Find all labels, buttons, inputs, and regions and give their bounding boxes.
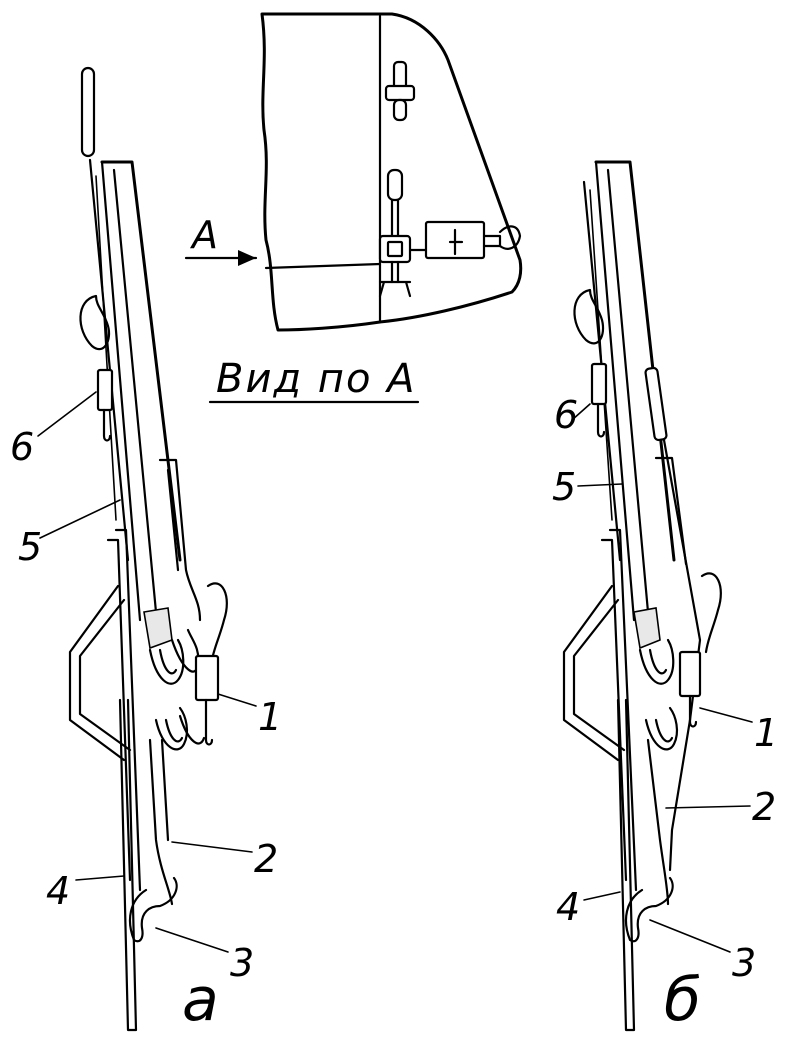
- upper-buckle: [384, 60, 416, 122]
- callout-a-6: 6: [10, 425, 34, 469]
- lower-buckle: [378, 168, 412, 298]
- side-clamp: [408, 220, 522, 260]
- callout-b-3: 3: [732, 941, 756, 985]
- view-label: Вид по А: [216, 356, 417, 402]
- callout-a-3: 3: [230, 941, 254, 985]
- arrow-label: А: [189, 213, 218, 257]
- view-arrow: А: [184, 213, 258, 266]
- callout-a-5: 5: [18, 525, 42, 569]
- callout-b-2: 2: [752, 785, 776, 829]
- callout-b-5: 5: [552, 465, 576, 509]
- callout-a-1: 1: [258, 695, 282, 739]
- figure-a-callouts: 6 5 1 2 4 3 а: [10, 391, 282, 1035]
- figure-a-caption: а: [182, 965, 219, 1035]
- figure-b: [562, 160, 722, 1032]
- figure-a: [68, 66, 228, 1032]
- view-a-inset: А: [184, 12, 523, 332]
- figure-b-callouts: 6 5 1 2 4 3 б: [552, 393, 778, 1035]
- callout-a-4: 4: [46, 869, 70, 913]
- callout-b-1: 1: [754, 711, 778, 755]
- callout-b-6: 6: [554, 393, 578, 437]
- callout-b-4: 4: [556, 885, 580, 929]
- callout-a-2: 2: [254, 837, 278, 881]
- figure-b-caption: б: [664, 965, 701, 1035]
